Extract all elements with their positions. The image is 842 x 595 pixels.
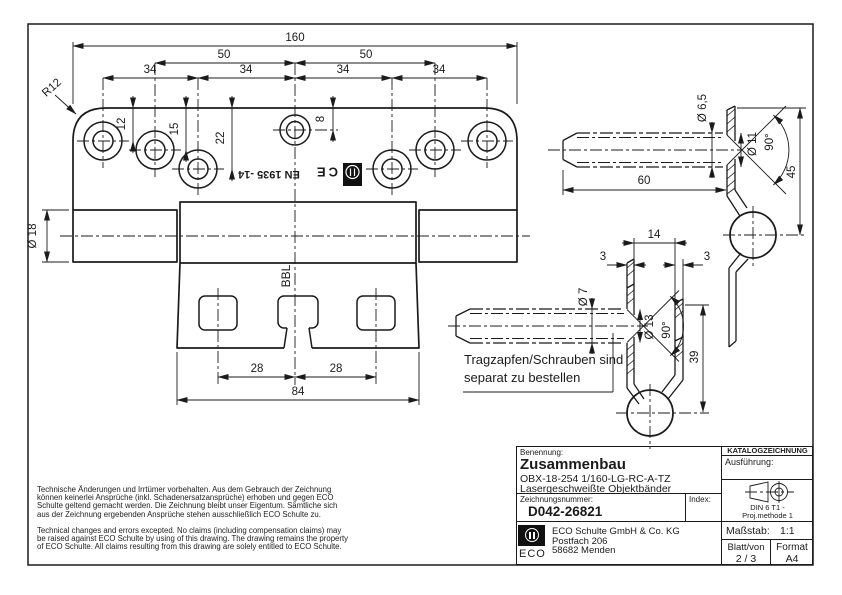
dim-angle-90-top: 90°	[764, 133, 776, 151]
en1935-stamp: EN 1935 -14	[238, 168, 300, 180]
lower-leaf-right	[312, 262, 420, 349]
dim-34-1: 34	[143, 64, 157, 76]
ausfuehrung-cell: Ausführung:	[722, 456, 813, 480]
format-cell: Format A4	[771, 540, 813, 565]
massstab-cell: Maßstab: 1:1	[722, 522, 813, 540]
dim-60: 60	[637, 175, 651, 187]
katalog-cell: KATALOGZEICHNUNG	[722, 446, 813, 456]
order-note-line1: Tragzapfen/Schrauben sind	[464, 352, 624, 367]
drawing-number: D042-26821	[528, 504, 603, 519]
centerlines	[60, 63, 530, 385]
pin-view-bottom	[448, 238, 709, 449]
dim-84: 84	[291, 386, 305, 398]
massstab-value: 1:1	[780, 525, 795, 537]
company-cell: ECO ECO Schulte GmbH & Co. KG Postfach 2…	[516, 522, 722, 565]
ce-mark-icon: CE	[313, 164, 339, 180]
blatt-label: Blatt/von	[727, 542, 765, 553]
dim-34-4: 34	[432, 64, 446, 76]
dim-34-2: 34	[239, 64, 253, 76]
ausfuehrung-label: Ausführung:	[725, 457, 774, 467]
bbl-slot	[277, 295, 319, 329]
dim-diameter-13: Ø 13	[644, 314, 656, 340]
lower-leaf-left	[176, 262, 284, 349]
title-block: Benennung: Zusammenbau OBX-18-254 1/160-…	[516, 446, 813, 565]
bbl-label: BBL	[279, 264, 293, 288]
projection-cell: DIN 6 T1 - Proj.methode 1	[722, 480, 813, 522]
dim-22: 22	[215, 131, 227, 145]
dim-3-right: 3	[703, 251, 711, 263]
projection-line1: DIN 6 T1 -	[750, 503, 785, 512]
part-title: Zusammenbau	[520, 456, 626, 473]
company-name: ECO Schulte GmbH & Co. KG	[552, 526, 680, 537]
company-address1: Postfach 206	[552, 536, 608, 547]
title-block-border	[516, 446, 813, 565]
benennung-cell: Benennung: Zusammenbau OBX-18-254 1/160-…	[516, 446, 722, 495]
screw-tip	[455, 308, 471, 344]
dim-3-left: 3	[599, 251, 607, 263]
blatt-value: 2 / 3	[735, 553, 757, 565]
benennung-label: Benennung:	[520, 448, 564, 457]
dim-15: 15	[169, 122, 181, 136]
company-address2: 58682 Menden	[552, 545, 616, 556]
blatt-cell: Blatt/von 2 / 3	[722, 540, 771, 565]
eco-logo-text: ECO	[519, 548, 546, 560]
projection-method-icon	[745, 481, 794, 503]
dim-50-right: 50	[359, 49, 373, 61]
drawing-number-cell: Zeichnungsnummer: D042-26821	[516, 494, 686, 522]
order-note-line2: separat zu bestellen	[464, 370, 581, 385]
drawing-frame	[27, 23, 814, 566]
format-label: Format	[776, 542, 808, 553]
dim-diameter-6-5: Ø 6,5	[697, 93, 709, 123]
dim-angle-90-bottom: 90°	[661, 321, 673, 339]
disclaimer-english: Technical changes and errors excepted. N…	[37, 526, 349, 552]
dim-8: 8	[315, 115, 327, 123]
screw-tip	[562, 132, 578, 168]
dim-diameter-7: Ø 7	[578, 287, 590, 307]
eco-logo-icon	[518, 525, 545, 546]
katalog-label: KATALOGZEICHNUNG	[727, 446, 808, 455]
zeichnungsnummer-label: Zeichnungsnummer:	[520, 495, 593, 504]
dim-28-right: 28	[329, 363, 343, 375]
dimensions-main	[42, 42, 518, 405]
projection-line2: Proj.methode 1	[742, 511, 793, 520]
dim-12: 12	[116, 117, 128, 131]
dim-28-left: 28	[250, 363, 264, 375]
dim-45: 45	[786, 165, 798, 179]
part-number-text: OBX-18-254 1/160-LG-RC-A-TZ	[520, 473, 671, 485]
dim-160: 160	[285, 32, 305, 44]
index-label: Index:	[689, 495, 711, 504]
dim-diameter-18: Ø 18	[27, 223, 39, 249]
hinge-knuckle-middle	[179, 201, 417, 264]
dim-39: 39	[689, 350, 701, 364]
note-leader	[463, 333, 614, 393]
pin-view-top	[548, 105, 806, 348]
dim-50-left: 50	[217, 49, 231, 61]
index-cell: Index:	[686, 494, 722, 522]
hinge-front-view	[42, 42, 530, 405]
eco-stamp-icon	[343, 163, 362, 186]
format-value: A4	[785, 553, 799, 565]
massstab-label: Maßstab:	[726, 525, 770, 537]
dim-34-3: 34	[336, 64, 350, 76]
dim-14: 14	[647, 229, 661, 241]
disclaimer-german: Technische Änderungen und Irrtümer vorbe…	[37, 485, 338, 519]
part-description: Lasergeschweißte Objektbänder	[520, 483, 672, 495]
dim-diameter-11: Ø 11	[747, 131, 759, 157]
